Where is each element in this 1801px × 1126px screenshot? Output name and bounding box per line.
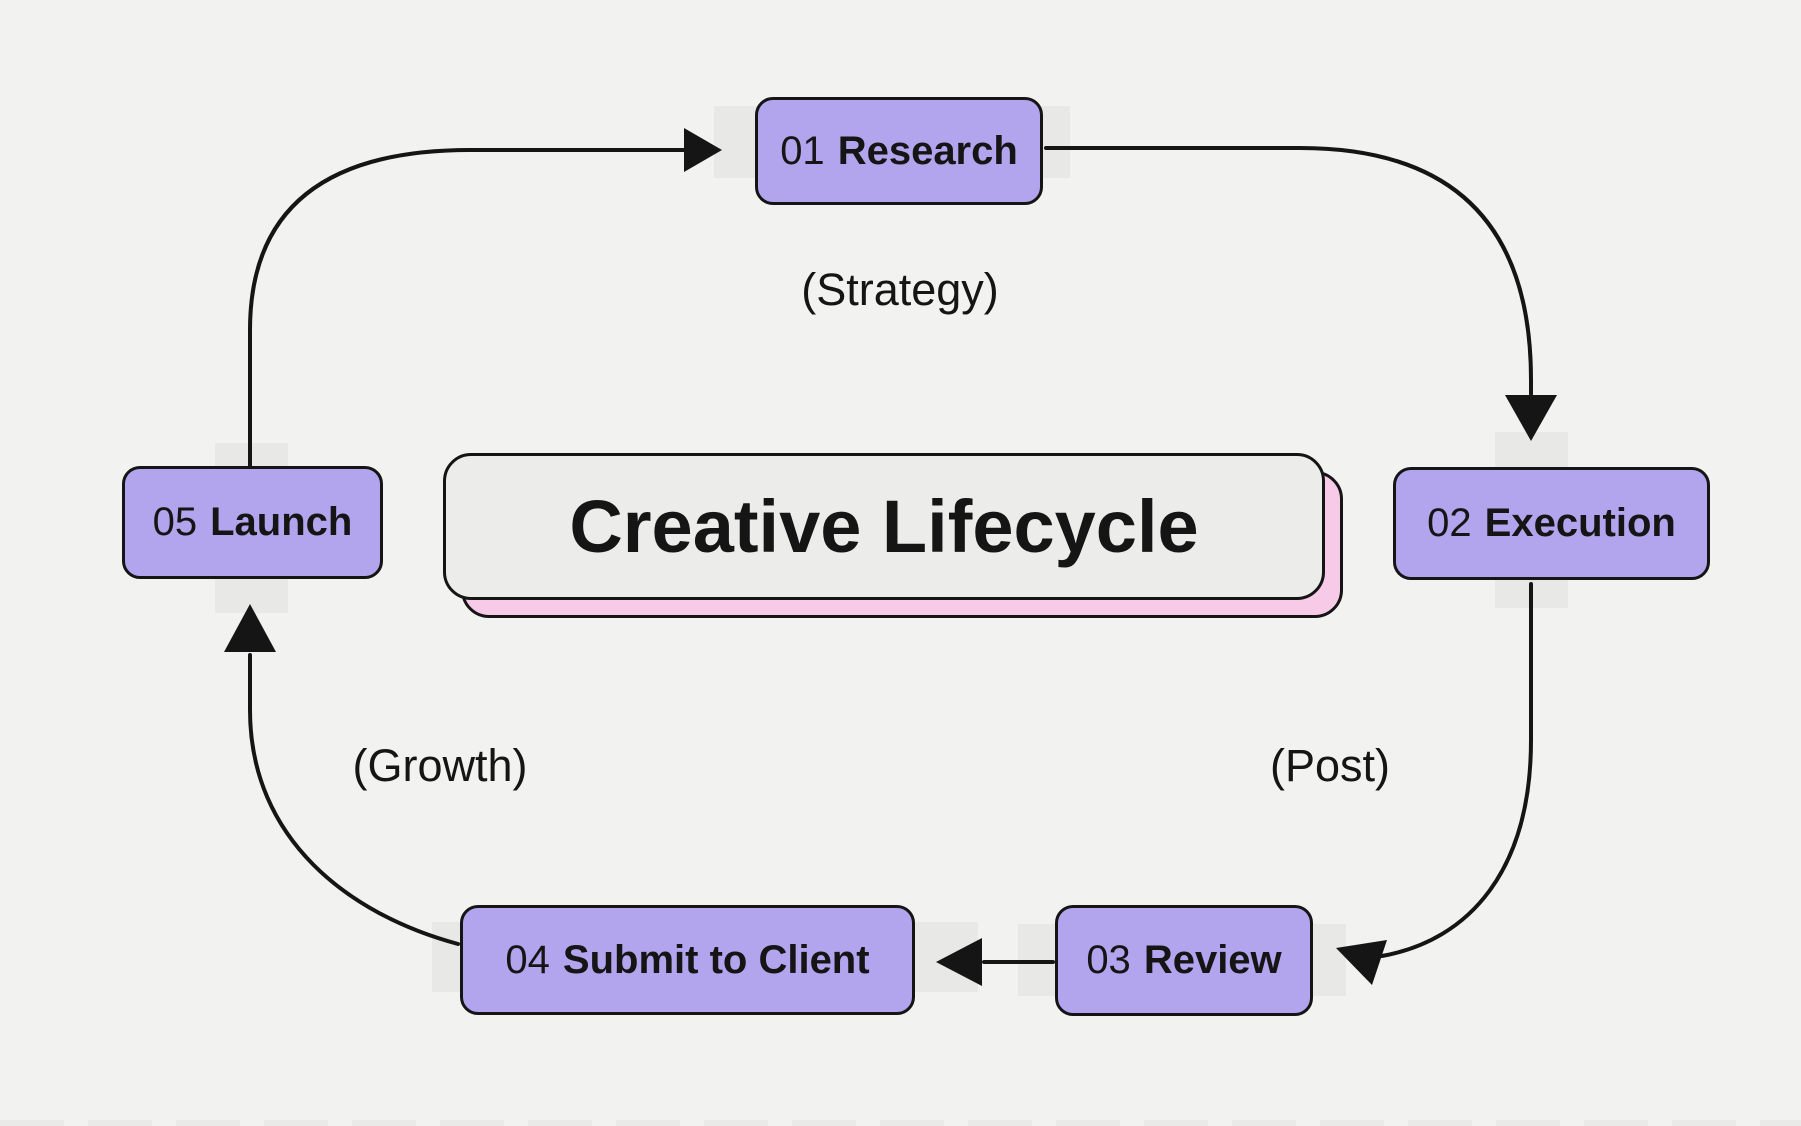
arrowhead-up-icon [224, 604, 276, 652]
node-research-number: 01 [780, 128, 825, 173]
page-title: Creative Lifecycle [443, 453, 1325, 600]
node-execution-number: 02 [1427, 501, 1472, 545]
node-review: 03 Review [1055, 905, 1313, 1016]
node-research-label: Research [837, 128, 1018, 173]
arrowhead-left-icon [936, 938, 982, 986]
node-execution: 02 Execution [1393, 467, 1710, 580]
phase-label-post: (Post) [1269, 740, 1390, 791]
phase-label-strategy: (Strategy) [801, 264, 999, 315]
arrowhead-down-icon [1505, 395, 1557, 441]
node-review-label: Review [1143, 938, 1282, 982]
node-research: 01 Research [755, 97, 1043, 205]
arrowhead-right-icon [684, 128, 722, 172]
node-submit-number: 04 [505, 937, 550, 982]
node-review-number: 03 [1086, 938, 1131, 982]
node-launch: 05 Launch [122, 466, 383, 579]
node-submit-to-client: 04 Submit to Client [460, 905, 915, 1015]
arrowhead-left-down-icon [1336, 940, 1387, 985]
arrow-research-to-execution [1044, 146, 1533, 396]
arrow-execution-to-review [1380, 582, 1533, 958]
arrow-submit-to-launch [248, 653, 460, 946]
arrow-launch-to-research [248, 148, 686, 472]
node-execution-label: Execution [1484, 501, 1676, 545]
node-submit-label: Submit to Client [562, 937, 870, 982]
phase-label-growth: (Growth) [352, 740, 528, 791]
torn-edge-decoration [0, 1120, 1801, 1126]
node-launch-label: Launch [210, 500, 353, 544]
node-launch-number: 05 [152, 500, 198, 544]
